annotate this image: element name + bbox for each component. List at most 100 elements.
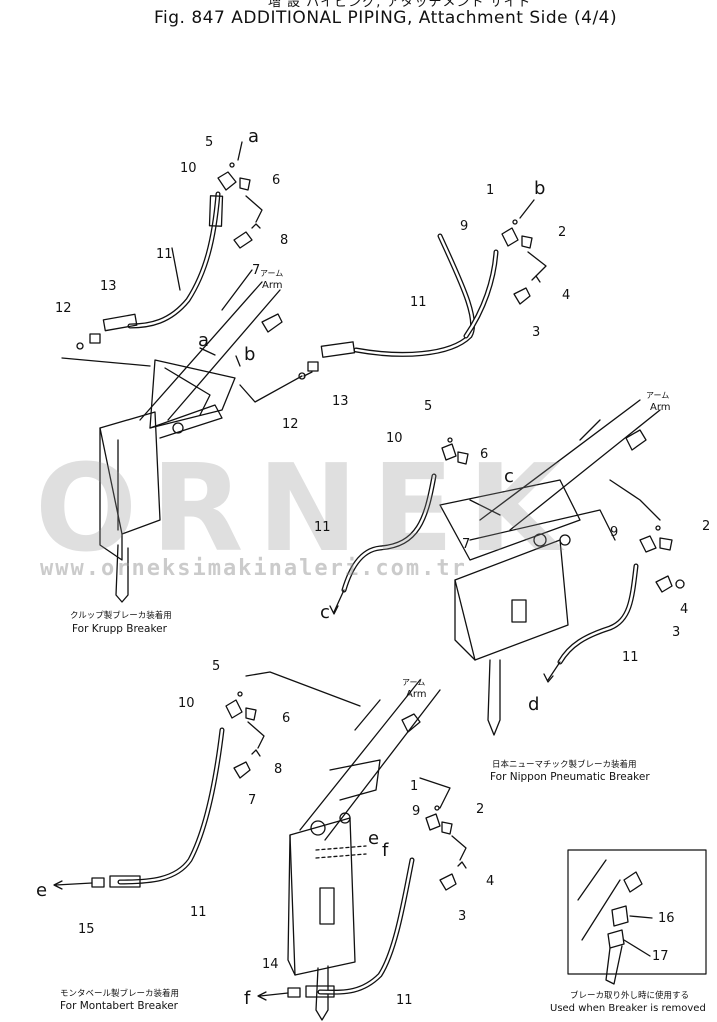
- callout-11: 11: [190, 905, 207, 920]
- hose-end: [102, 313, 138, 332]
- krupp-breaker-view: [61, 141, 313, 603]
- callout-a: a: [248, 126, 260, 147]
- arm-label-jp: アーム: [402, 678, 426, 687]
- hose-11-inner: [558, 564, 638, 664]
- callout-6: 6: [272, 173, 281, 188]
- washer-4: [457, 861, 467, 869]
- boom-line: [139, 281, 263, 421]
- flange-6: [245, 707, 257, 721]
- oring-1: [512, 219, 518, 225]
- callout-14: 14: [262, 957, 279, 972]
- breaker-body: [287, 834, 296, 976]
- fitting-13: [307, 361, 319, 372]
- leader: [451, 835, 467, 861]
- removal-detail-view: [567, 849, 707, 985]
- washer-8: [251, 749, 261, 757]
- linkage: [329, 759, 381, 801]
- arm-label-jp: アーム: [260, 269, 284, 278]
- flange-2: [659, 537, 673, 551]
- pin: [310, 820, 326, 836]
- hose-11-inner: [464, 250, 498, 338]
- callout-7: 7: [248, 793, 257, 808]
- fitting-14: [287, 987, 301, 998]
- callout-c: c: [504, 466, 514, 487]
- callout-5: 5: [424, 399, 433, 414]
- leader-16: [629, 915, 653, 919]
- leader: [527, 251, 547, 277]
- callout-12: 12: [55, 301, 72, 316]
- bracket: [439, 479, 581, 561]
- bolt-3: [439, 873, 457, 891]
- arrow-c: [333, 589, 345, 613]
- boom-line: [167, 289, 281, 421]
- boom-line: [299, 679, 421, 831]
- bolt-7: [233, 761, 251, 779]
- callout-11: 11: [156, 247, 173, 262]
- callout-13: 13: [332, 394, 349, 409]
- arrow-f: [259, 992, 289, 997]
- boom-line: [221, 269, 253, 311]
- linkage: [149, 404, 223, 439]
- pin: [533, 533, 547, 547]
- leader: [235, 355, 241, 367]
- fitting-15: [91, 877, 105, 888]
- callout-6: 6: [480, 447, 489, 462]
- elbow-9: [425, 813, 441, 831]
- arrow-e: [55, 882, 93, 886]
- callout-f: f: [382, 840, 389, 861]
- callout-4: 4: [486, 874, 495, 889]
- callout-5: 5: [212, 659, 221, 674]
- callout-11: 11: [410, 295, 427, 310]
- breaker-body: [99, 427, 123, 561]
- oring-5: [237, 691, 243, 697]
- watermark-logo: ORNEK: [35, 440, 575, 579]
- linkage: [469, 509, 616, 541]
- detail-box: [567, 849, 707, 975]
- oring-5: [229, 162, 235, 168]
- arrowhead: [53, 880, 63, 890]
- hose-11-inner: [118, 728, 224, 884]
- callout-9: 9: [460, 219, 469, 234]
- hose-11-inner: [342, 474, 436, 592]
- callout-9: 9: [412, 804, 421, 819]
- bracket: [149, 359, 236, 429]
- callout-8: 8: [280, 233, 289, 248]
- callout-12: 12: [282, 417, 299, 432]
- callout-16: 16: [658, 911, 675, 926]
- callout-e: e: [368, 828, 380, 849]
- callout-2: 2: [702, 519, 711, 534]
- flange-6: [239, 177, 251, 191]
- oring-12: [76, 342, 84, 350]
- bolt-3: [655, 575, 673, 593]
- nippon-top-view: [298, 199, 547, 380]
- cap-17: [607, 929, 625, 949]
- linkage: [164, 367, 211, 416]
- callout-b: b: [534, 178, 546, 199]
- oring-5: [447, 437, 453, 443]
- callout-1: 1: [410, 779, 419, 794]
- caption-nippon: For Nippon Pneumatic Breaker: [490, 771, 650, 783]
- breaker-body: [454, 539, 569, 661]
- callout-8: 8: [274, 762, 283, 777]
- hose-end: [305, 985, 335, 998]
- callout-13: 13: [100, 279, 117, 294]
- arrowhead: [329, 605, 339, 615]
- boom-line: [324, 689, 441, 841]
- washer-4: [675, 579, 685, 589]
- breaker-body: [289, 817, 356, 976]
- montabert-breaker-view: [53, 671, 467, 1021]
- callout-2: 2: [476, 802, 485, 817]
- elbow-10: [225, 699, 243, 719]
- callout-5: 5: [205, 135, 214, 150]
- chisel: [315, 965, 329, 1021]
- hose-11: [117, 727, 225, 885]
- flange-6: [457, 451, 469, 465]
- callout-11: 11: [314, 520, 331, 535]
- callout-2: 2: [558, 225, 567, 240]
- boom-line: [354, 699, 381, 731]
- callout-11: 11: [622, 650, 639, 665]
- pin: [172, 422, 184, 434]
- callout-c: c: [320, 602, 330, 623]
- elbow-9: [501, 227, 519, 247]
- chisel: [487, 659, 501, 736]
